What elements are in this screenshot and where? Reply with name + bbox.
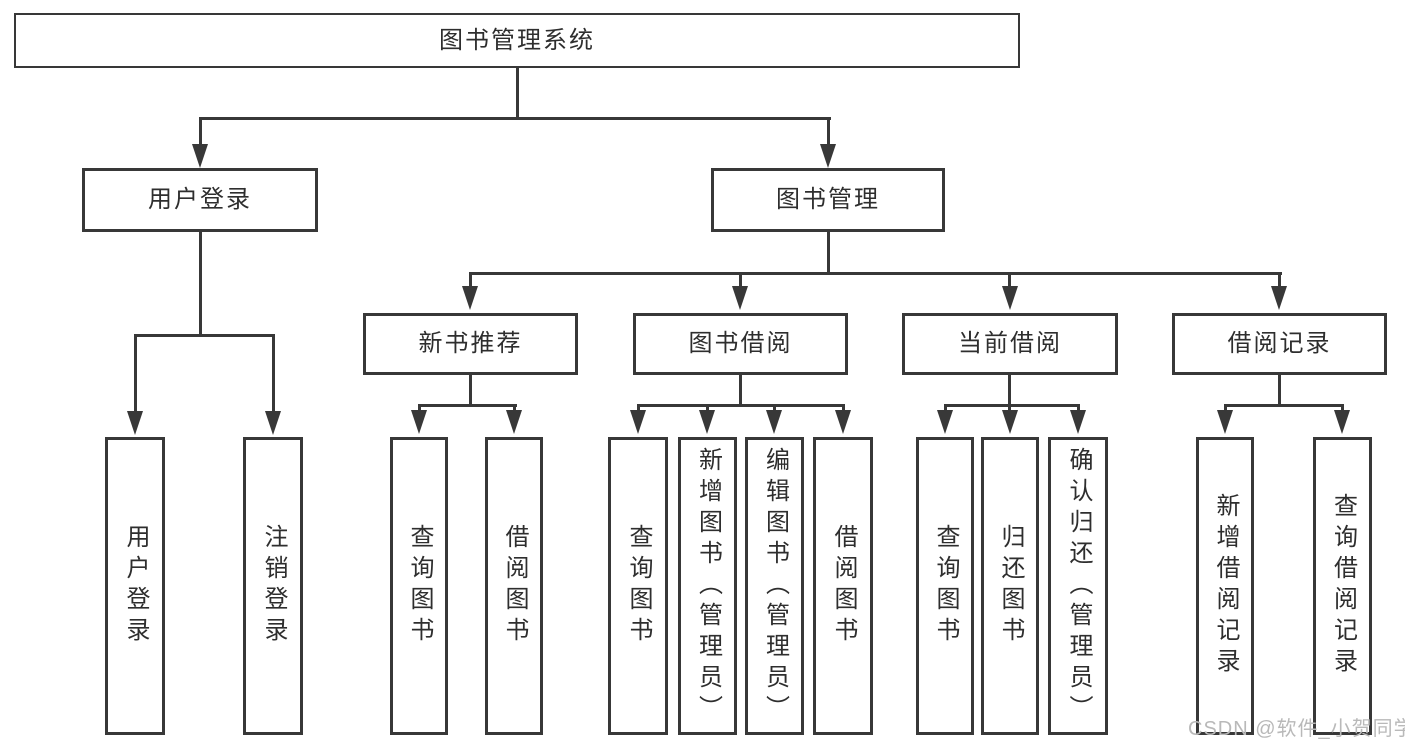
leaf-logout: 注销登录 — [243, 437, 303, 735]
arrow-down-icon — [1002, 286, 1018, 310]
connector-line — [469, 375, 472, 406]
connector-line — [1008, 404, 1011, 412]
arrow-down-icon — [630, 410, 646, 434]
node-library-management-system: 图书管理系统 — [14, 13, 1020, 68]
arrow-down-icon — [1271, 286, 1287, 310]
node-label: 当前借阅 — [958, 330, 1062, 357]
node-current-borrow: 当前借阅 — [902, 313, 1118, 375]
connector-line — [773, 404, 776, 412]
leaf-add-book-admin: 新增图书（管理员） — [678, 437, 737, 735]
leaf-label: 注销登录 — [260, 524, 287, 648]
arrow-down-icon — [192, 144, 208, 168]
arrow-down-icon — [1070, 410, 1086, 434]
leaf-label: 用户登录 — [122, 524, 149, 648]
arrow-down-icon — [835, 410, 851, 434]
connector-line — [272, 334, 275, 412]
arrow-down-icon — [411, 410, 427, 434]
node-new-book-recommend: 新书推荐 — [363, 313, 578, 375]
leaf-borrow-book: 借阅图书 — [485, 437, 543, 735]
arrow-down-icon — [265, 411, 281, 435]
leaf-edit-book-admin: 编辑图书（管理员） — [745, 437, 804, 735]
leaf-label: 编辑图书（管理员） — [761, 446, 789, 726]
connector-line — [637, 404, 845, 407]
leaf-label: 查询借阅记录 — [1329, 493, 1357, 679]
leaf-add-borrow-record: 新增借阅记录 — [1196, 437, 1254, 735]
connector-line — [1278, 272, 1281, 288]
leaf-label: 借阅图书 — [501, 524, 528, 648]
arrow-down-icon — [506, 410, 522, 434]
arrow-down-icon — [462, 286, 478, 310]
arrow-down-icon — [820, 144, 836, 168]
connector-line — [134, 334, 275, 337]
node-borrow-record: 借阅记录 — [1172, 313, 1387, 375]
leaf-label: 新增图书（管理员） — [694, 446, 722, 726]
leaf-label: 查询图书 — [625, 524, 652, 648]
leaf-user-login: 用户登录 — [105, 437, 165, 735]
connector-line — [842, 404, 845, 412]
node-label: 借阅记录 — [1227, 330, 1332, 357]
connector-line — [134, 334, 137, 412]
arrow-down-icon — [766, 410, 782, 434]
connector-line — [469, 272, 472, 288]
arrow-down-icon — [699, 410, 715, 434]
arrow-down-icon — [937, 410, 953, 434]
node-label: 图书管理 — [776, 186, 880, 213]
connector-line — [1278, 375, 1281, 406]
leaf-label: 查询图书 — [932, 524, 959, 648]
leaf-return-book: 归还图书 — [981, 437, 1039, 735]
leaf-label: 确认归还（管理员） — [1065, 446, 1092, 726]
node-book-borrow: 图书借阅 — [633, 313, 848, 375]
leaf-label: 新增借阅记录 — [1212, 493, 1239, 679]
connector-line — [1008, 272, 1011, 288]
connector-line — [706, 404, 709, 412]
connector-line — [513, 404, 516, 412]
connector-line — [418, 404, 517, 407]
node-label: 图书借阅 — [688, 330, 793, 357]
arrow-down-icon — [1002, 410, 1018, 434]
arrow-down-icon — [1217, 410, 1233, 434]
leaf-query-book: 查询图书 — [608, 437, 668, 735]
connector-line — [1224, 404, 1227, 412]
leaf-label: 借阅图书 — [830, 524, 857, 648]
arrow-down-icon — [732, 286, 748, 310]
arrow-down-icon — [127, 411, 143, 435]
connector-line — [944, 404, 1080, 407]
connector-line — [469, 272, 1282, 275]
connector-line — [739, 375, 742, 406]
watermark: CSDN @软件_小贺同学 — [1188, 718, 1405, 740]
connector-line — [944, 404, 947, 412]
leaf-query-book: 查询图书 — [390, 437, 448, 735]
node-label: 图书管理系统 — [439, 26, 595, 54]
node-user-login: 用户登录 — [82, 168, 318, 232]
leaf-query-book: 查询图书 — [916, 437, 974, 735]
leaf-label: 查询图书 — [406, 524, 433, 648]
connector-line — [199, 117, 202, 146]
leaf-query-borrow-record: 查询借阅记录 — [1313, 437, 1372, 735]
connector-line — [637, 404, 640, 412]
connector-line — [827, 117, 830, 146]
connector-line — [516, 68, 519, 119]
leaf-label: 归还图书 — [997, 524, 1024, 648]
arrow-down-icon — [1334, 410, 1350, 434]
connector-line — [199, 232, 202, 337]
connector-line — [418, 404, 421, 412]
connector-line — [1077, 404, 1080, 412]
leaf-borrow-book: 借阅图书 — [813, 437, 873, 735]
leaf-confirm-return-admin: 确认归还（管理员） — [1048, 437, 1108, 735]
node-label: 用户登录 — [148, 186, 252, 213]
connector-line — [827, 232, 830, 274]
connector-line — [1008, 375, 1011, 406]
connector-line — [1341, 404, 1344, 412]
connector-line — [739, 272, 742, 288]
node-label: 新书推荐 — [418, 330, 523, 357]
connector-line — [1224, 404, 1344, 407]
connector-line — [199, 117, 831, 120]
node-book-management: 图书管理 — [711, 168, 945, 232]
